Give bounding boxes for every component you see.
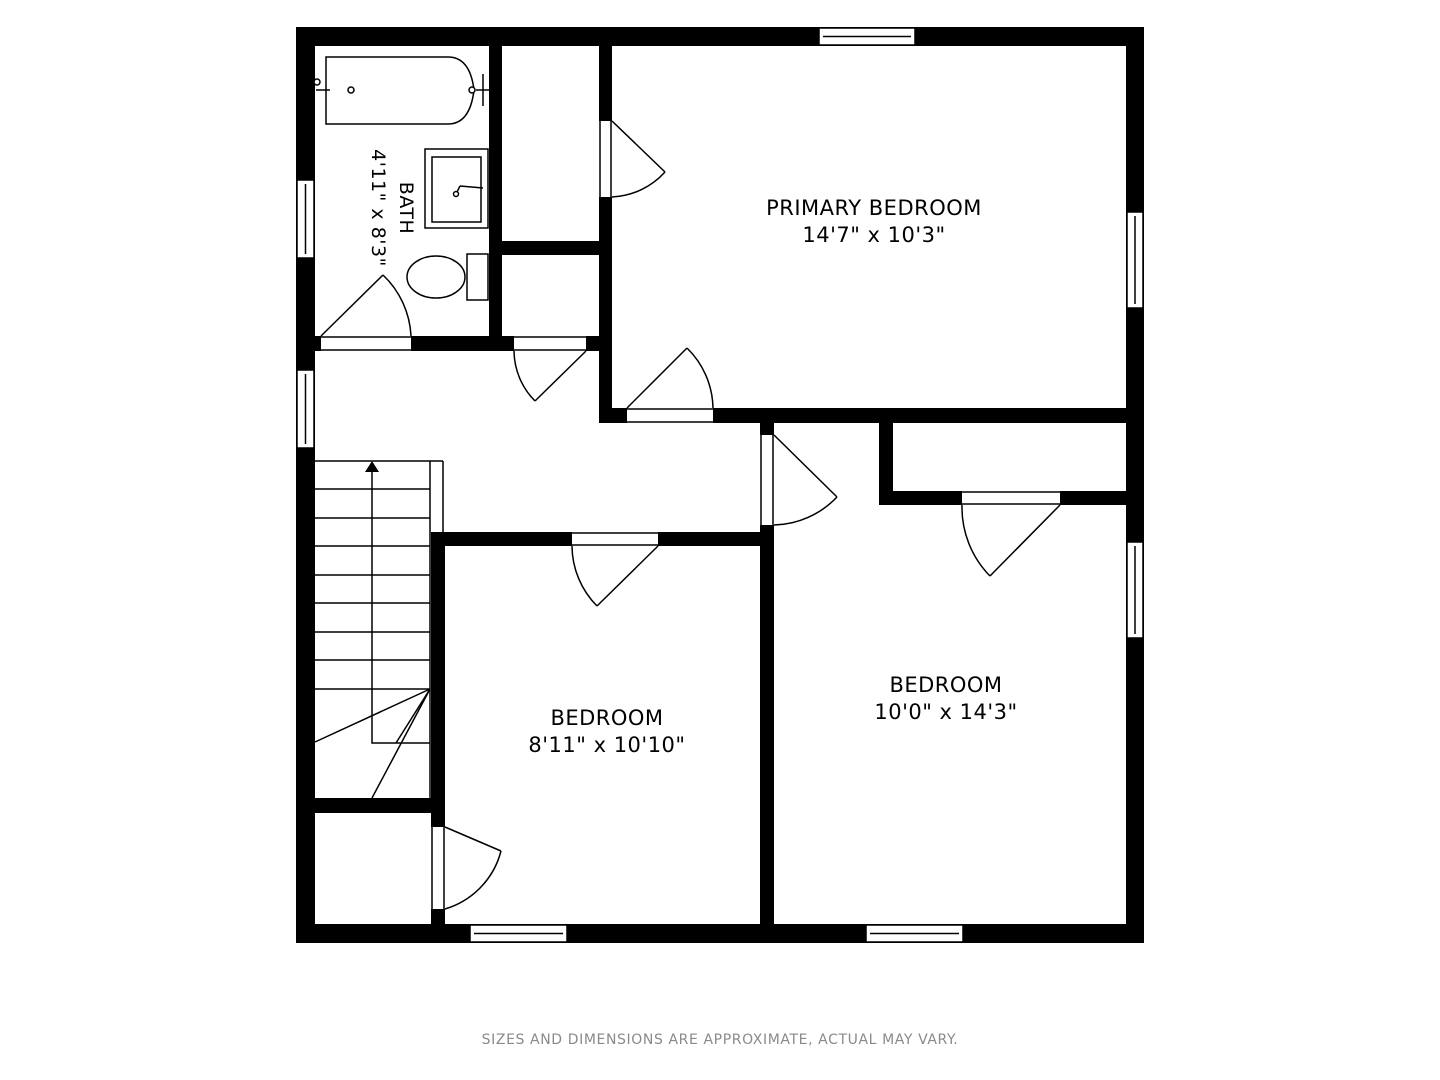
walls xyxy=(296,27,1144,943)
bath-name: BATH xyxy=(395,182,417,234)
right-closet-left-wall xyxy=(879,423,893,505)
linen-door-leaf xyxy=(534,350,587,402)
closet-door-leaf xyxy=(611,120,666,173)
primary-door-leaf xyxy=(626,347,688,409)
left-bedroom-door-swing xyxy=(571,545,598,607)
bath-right-wall xyxy=(489,46,502,351)
room-labels: PRIMARY BEDROOM 14'7" x 10'3" BATH 4'11"… xyxy=(367,149,1017,757)
bath-fixtures xyxy=(313,56,489,301)
staircase xyxy=(314,460,444,799)
bedroom-left-name: BEDROOM xyxy=(550,706,663,730)
right-bedroom-door-swing xyxy=(773,496,838,526)
storage-top-wall xyxy=(315,798,445,813)
sink-icon xyxy=(424,148,489,229)
windows xyxy=(296,27,1144,943)
primary-left-wall xyxy=(599,46,612,422)
storage-door-leaf xyxy=(444,826,502,852)
bath-dims: 4'11" x 8'3" xyxy=(367,149,389,267)
bath-door-swing xyxy=(382,274,412,337)
closet-door-swing xyxy=(611,171,666,198)
linen-door-swing xyxy=(513,350,536,402)
toilet-bowl-icon xyxy=(406,255,466,299)
storage-door-swing xyxy=(444,850,502,910)
primary-door-swing xyxy=(686,347,714,409)
right-closet-door-leaf xyxy=(989,504,1061,577)
bedroom-right-dims: 10'0" x 14'3" xyxy=(874,700,1017,724)
exterior-wall-bottom xyxy=(296,924,1144,943)
bedrooms-divider-wall xyxy=(760,423,774,943)
exterior-wall-left xyxy=(296,27,315,943)
closet-divider-wall xyxy=(502,241,599,255)
exterior-wall-top xyxy=(296,27,1144,46)
primary-bedroom-dims: 14'7" x 10'3" xyxy=(802,223,945,247)
exterior-wall-right xyxy=(1126,27,1144,943)
stair-direction-line xyxy=(371,470,430,744)
doors xyxy=(320,120,1061,910)
bedroom-left-dims: 8'11" x 10'10" xyxy=(528,733,685,757)
primary-bottom-wall xyxy=(599,408,1144,423)
primary-bedroom-name: PRIMARY BEDROOM xyxy=(766,196,982,220)
bedroom-right-name: BEDROOM xyxy=(889,673,1002,697)
disclaimer-text: SIZES AND DIMENSIONS ARE APPROXIMATE, AC… xyxy=(481,1032,959,1048)
bath-door-leaf xyxy=(320,274,384,337)
right-closet-door-swing xyxy=(961,504,991,577)
toilet-tank-icon xyxy=(466,253,489,301)
stair-arrow-icon xyxy=(365,461,379,472)
left-bedroom-door-leaf xyxy=(596,545,659,607)
right-bedroom-door-leaf xyxy=(773,434,838,498)
